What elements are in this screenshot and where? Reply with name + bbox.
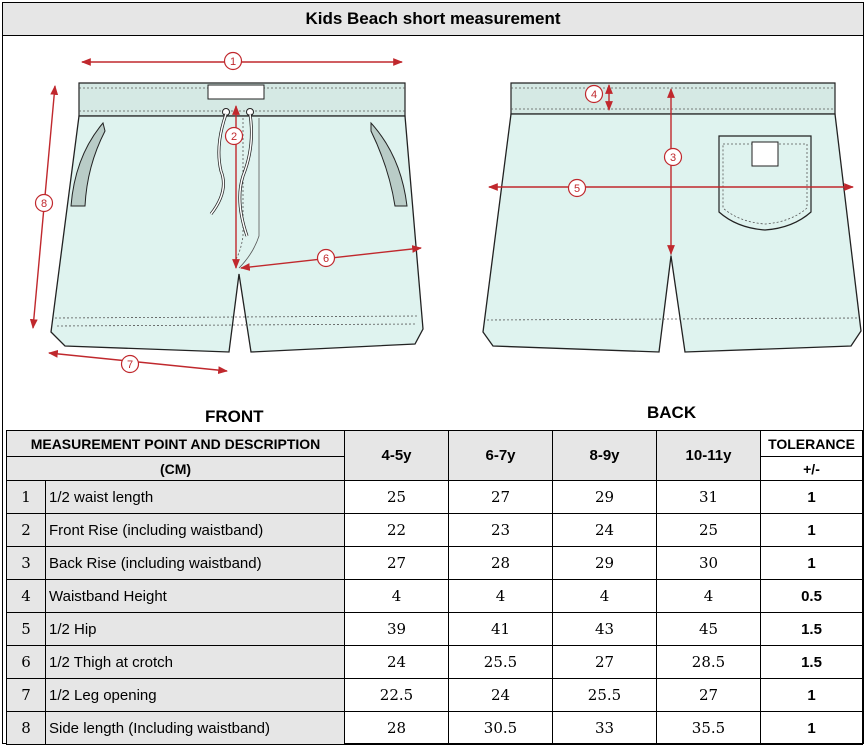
row-value: 31	[656, 480, 761, 514]
row-value: 27	[656, 678, 761, 712]
row-description: Side length (Including waistband)	[45, 711, 345, 745]
technical-drawing: 1 2 3 4 5 6 7 8 FRONT BACK	[3, 36, 863, 429]
svg-text:1: 1	[230, 56, 236, 68]
row-description: 1/2 Hip	[45, 612, 345, 646]
row-value: 27	[344, 546, 449, 580]
front-shorts-drawing	[50, 82, 424, 353]
front-view-label: FRONT	[205, 407, 264, 426]
row-value: 4	[448, 579, 553, 613]
row-value: 27	[552, 645, 657, 679]
measurement-table: MEASUREMENT POINT AND DESCRIPTION 4-5y 6…	[6, 430, 863, 745]
callout-5: 5	[567, 178, 587, 198]
row-value: 30.5	[448, 711, 553, 745]
row-value: 41	[448, 612, 553, 646]
row-value: 28	[344, 711, 449, 745]
row-value: 25	[656, 513, 761, 547]
callout-2: 2	[224, 126, 244, 146]
callout-7: 7	[120, 354, 140, 374]
row-value: 25.5	[448, 645, 553, 679]
svg-text:5: 5	[574, 183, 580, 195]
callout-8: 8	[34, 193, 54, 213]
row-description: 1/2 waist length	[45, 480, 345, 514]
row-description: Back Rise (including waistband)	[45, 546, 345, 580]
row-value: 4	[552, 579, 657, 613]
row-value: 33	[552, 711, 657, 745]
row-tolerance: 1.5	[760, 612, 863, 646]
row-value: 24	[552, 513, 657, 547]
callout-4: 4	[584, 84, 604, 104]
row-value: 25.5	[552, 678, 657, 712]
callout-6: 6	[316, 248, 336, 268]
svg-text:4: 4	[591, 89, 597, 101]
back-shorts-drawing	[482, 82, 862, 353]
row-number: 5	[6, 612, 46, 646]
header-size-6-7y: 6-7y	[448, 430, 553, 481]
row-number: 7	[6, 678, 46, 712]
svg-text:6: 6	[323, 253, 329, 265]
row-value: 43	[552, 612, 657, 646]
row-number: 2	[6, 513, 46, 547]
row-value: 28	[448, 546, 553, 580]
row-tolerance: 1	[760, 678, 863, 712]
row-value: 4	[656, 579, 761, 613]
row-tolerance: 1.5	[760, 645, 863, 679]
row-value: 24	[344, 645, 449, 679]
header-tolerance: TOLERANCE	[760, 430, 863, 457]
row-number: 1	[6, 480, 46, 514]
back-view-label: BACK	[647, 403, 697, 422]
header-unit: (CM)	[6, 456, 345, 481]
row-value: 22	[344, 513, 449, 547]
row-value: 27	[448, 480, 553, 514]
header-size-4-5y: 4-5y	[344, 430, 449, 481]
row-description: 1/2 Leg opening	[45, 678, 345, 712]
svg-text:8: 8	[41, 198, 47, 210]
row-value: 45	[656, 612, 761, 646]
row-number: 4	[6, 579, 46, 613]
svg-text:2: 2	[231, 131, 237, 143]
svg-text:7: 7	[127, 359, 133, 371]
row-value: 23	[448, 513, 553, 547]
row-value: 35.5	[656, 711, 761, 745]
row-number: 8	[6, 711, 46, 745]
sheet-title: Kids Beach short measurement	[3, 3, 863, 36]
header-tolerance-sign: +/-	[760, 456, 863, 481]
row-tolerance: 1	[760, 513, 863, 547]
row-description: 1/2 Thigh at crotch	[45, 645, 345, 679]
row-description: Front Rise (including waistband)	[45, 513, 345, 547]
header-size-8-9y: 8-9y	[552, 430, 657, 481]
header-size-10-11y: 10-11y	[656, 430, 761, 481]
svg-text:3: 3	[670, 152, 676, 164]
row-value: 25	[344, 480, 449, 514]
row-value: 39	[344, 612, 449, 646]
row-tolerance: 0.5	[760, 579, 863, 613]
row-tolerance: 1	[760, 711, 863, 745]
row-value: 22.5	[344, 678, 449, 712]
row-number: 6	[6, 645, 46, 679]
row-value: 29	[552, 480, 657, 514]
row-value: 24	[448, 678, 553, 712]
row-value: 28.5	[656, 645, 761, 679]
row-description: Waistband Height	[45, 579, 345, 613]
row-tolerance: 1	[760, 480, 863, 514]
row-number: 3	[6, 546, 46, 580]
callout-3: 3	[663, 147, 683, 167]
header-description: MEASUREMENT POINT AND DESCRIPTION	[6, 430, 345, 457]
row-value: 4	[344, 579, 449, 613]
callout-1: 1	[223, 51, 243, 71]
row-value: 30	[656, 546, 761, 580]
row-tolerance: 1	[760, 546, 863, 580]
row-value: 29	[552, 546, 657, 580]
